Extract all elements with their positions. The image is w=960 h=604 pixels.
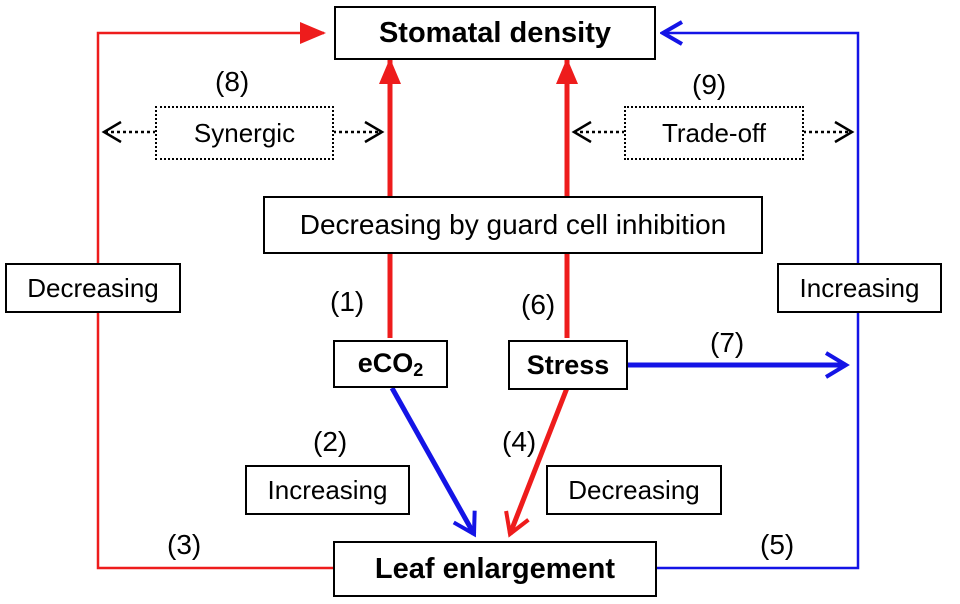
stomatal-density-node: Stomatal density (334, 6, 656, 60)
pathway-4-line (504, 387, 570, 538)
right-increasing-box: Increasing (777, 263, 942, 313)
leaf-enlargement-node: Leaf enlargement (333, 541, 657, 597)
pathway-number-2: (2) (313, 426, 348, 457)
pathway-number-5: (5) (760, 529, 795, 560)
eco2-node: eCO2 (333, 340, 448, 388)
pathway-number-1: (1) (330, 286, 365, 317)
pathway-number-6: (6) (521, 289, 556, 320)
pathway-number-7: (7) (710, 327, 745, 358)
guard-cell-inhibition-node: Decreasing by guard cell inhibition (263, 196, 763, 254)
eco2-subscript: 2 (413, 359, 424, 380)
right-increasing-label: Increasing (799, 272, 920, 303)
trade-off-label: Trade-off (661, 117, 767, 148)
pathway-2-line (389, 386, 477, 538)
stress-decreasing-box: Decreasing (546, 465, 722, 515)
stress-node: Stress (508, 340, 628, 390)
synergic-label: Synergic (193, 117, 296, 148)
pathway-number-8: (8) (215, 66, 250, 97)
trade-off-box: Trade-off (624, 106, 804, 160)
leaf-enlargement-label: Leaf enlargement (374, 552, 616, 585)
pathway-number-4: (4) (502, 426, 537, 457)
eco2-increasing-box: Increasing (245, 465, 410, 515)
stomatal-density-label: Stomatal density (378, 16, 612, 49)
pathway-number-3: (3) (167, 529, 202, 560)
guard-cell-inhibition-label: Decreasing by guard cell inhibition (299, 209, 727, 240)
left-decreasing-box: Decreasing (5, 263, 181, 313)
left-decreasing-label: Decreasing (27, 272, 159, 303)
eco2-increasing-label: Increasing (267, 474, 388, 505)
pathway-number-9: (9) (692, 69, 727, 100)
synergic-box: Synergic (155, 106, 334, 160)
stress-decreasing-label: Decreasing (568, 474, 700, 505)
stress-label: Stress (526, 349, 610, 380)
eco2-label: eCO2 (357, 347, 424, 380)
